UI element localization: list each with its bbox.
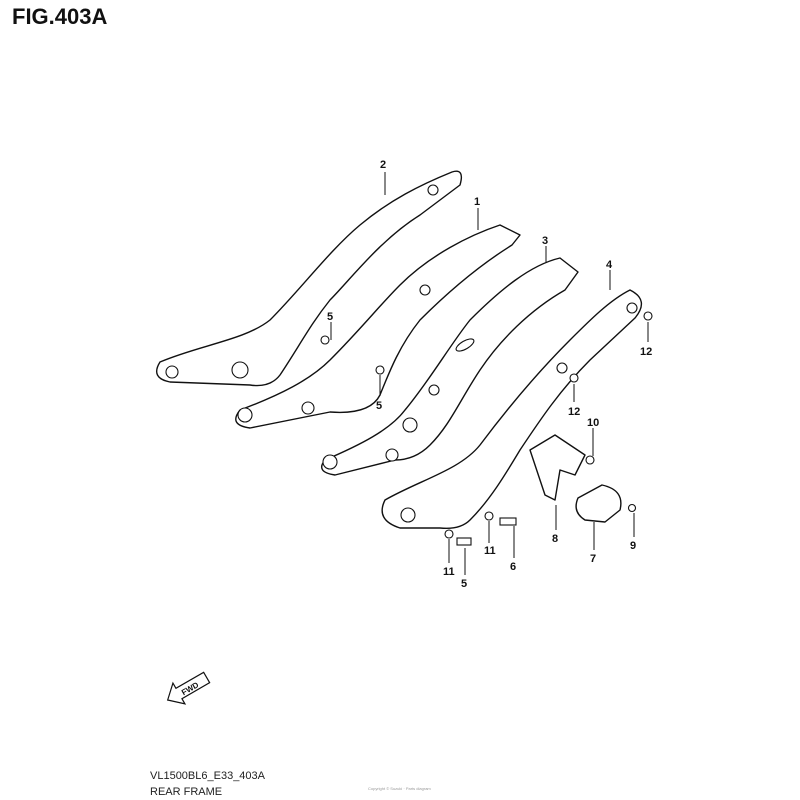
diagram-code: VL1500BL6_E33_403A bbox=[150, 770, 265, 782]
svg-text:8: 8 bbox=[552, 533, 558, 545]
callout-labels: 2 1 3 4 5 5 12 12 10 8 7 9 11 5 11 6 bbox=[327, 159, 652, 590]
svg-text:6: 6 bbox=[510, 561, 516, 573]
svg-text:5: 5 bbox=[376, 400, 382, 412]
svg-text:11: 11 bbox=[484, 545, 496, 557]
part-8-bracket[interactable] bbox=[529, 434, 586, 501]
svg-text:10: 10 bbox=[587, 417, 599, 429]
part-3-rear-frame[interactable] bbox=[321, 257, 579, 476]
svg-text:9: 9 bbox=[630, 540, 636, 552]
figure-title: FIG.403A bbox=[12, 4, 108, 29]
svg-text:5: 5 bbox=[461, 578, 467, 590]
svg-text:12: 12 bbox=[568, 406, 580, 418]
part-1-rear-frame[interactable] bbox=[235, 224, 521, 429]
svg-text:3: 3 bbox=[542, 235, 548, 247]
fwd-arrow-icon: FWD bbox=[166, 671, 211, 705]
part-4-frame-cover[interactable] bbox=[381, 289, 643, 530]
diagram-name: REAR FRAME bbox=[150, 786, 223, 798]
svg-text:7: 7 bbox=[590, 553, 596, 565]
part-7-cushion[interactable] bbox=[575, 484, 622, 523]
svg-text:2: 2 bbox=[380, 159, 386, 171]
fasteners bbox=[320, 311, 653, 546]
footer-note: Copyright © Suzuki · Parts diagram bbox=[368, 786, 431, 791]
svg-text:5: 5 bbox=[327, 311, 333, 323]
svg-text:11: 11 bbox=[443, 566, 455, 578]
svg-text:12: 12 bbox=[640, 346, 652, 358]
svg-text:4: 4 bbox=[606, 259, 613, 271]
part-2-frame-cover[interactable] bbox=[156, 170, 463, 387]
svg-text:1: 1 bbox=[474, 196, 480, 208]
